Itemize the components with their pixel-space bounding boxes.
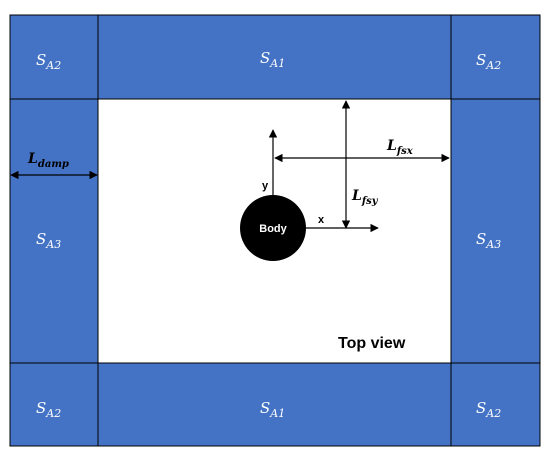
body-label: Body [259,223,287,235]
zone-label-sub: A3 [45,238,61,251]
y-axis-label: y [262,180,269,192]
zone-label-bottom-center: SA1 [260,399,285,420]
zone-label-bottom-left: SA2 [36,399,61,420]
dim-label-sub: fsx [396,146,414,157]
dim-label-main: L [351,188,362,204]
x-axis-label: x [318,214,325,226]
dim-label-main: L [27,151,38,167]
zone-label-main: S [260,49,270,67]
zone-label-middle-left: SA3 [36,230,61,251]
zone-label-main: S [36,230,46,248]
zone-label-sub: A1 [269,407,285,420]
zone-label-sub: A2 [485,407,501,420]
zone-label-sub: A1 [269,57,285,70]
zone-label-sub: A3 [485,238,501,251]
dim-label-sub: fsy [361,196,379,207]
zone-label-top-left: SA2 [36,51,61,72]
body-circle [240,195,306,261]
dim-label-sub: damp [38,159,69,170]
damping-length-label: Ldamp [27,151,69,170]
zone-label-top-center: SA1 [260,49,285,70]
zone-label-sub: A2 [45,59,61,72]
zone-label-sub: A2 [485,59,501,72]
free-surface-x-label: Lfsx [386,138,414,157]
zone-label-main: S [36,399,46,417]
free-surface-y-label: Lfsy [351,188,379,207]
dim-label-main: L [386,138,397,154]
view-label: Top view [338,335,406,352]
zone-label-main: S [476,230,486,248]
zone-label-main: S [476,399,486,417]
zone-label-main: S [476,51,486,69]
zone-label-sub: A2 [45,407,61,420]
zone-label-bottom-right: SA2 [476,399,501,420]
zone-label-main: S [36,51,46,69]
zone-label-main: S [260,399,270,417]
zone-label-top-right: SA2 [476,51,501,72]
zone-label-middle-right: SA3 [476,230,501,251]
